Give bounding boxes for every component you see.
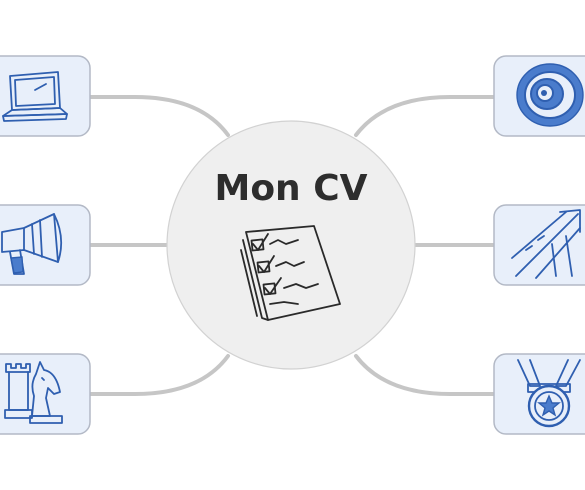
branch-node-right-top[interactable] bbox=[493, 55, 585, 137]
road-arrow-icon bbox=[511, 209, 581, 279]
branch-node-right-bottom[interactable] bbox=[493, 353, 585, 435]
checklist-icon bbox=[240, 225, 341, 321]
branch-node-left-middle[interactable] bbox=[0, 204, 91, 286]
laptop-icon bbox=[2, 71, 68, 122]
connectors bbox=[88, 95, 496, 396]
connector-right-bottom bbox=[354, 354, 496, 396]
connector-left-bottom bbox=[88, 354, 230, 396]
target-icon bbox=[516, 63, 584, 127]
branch-node-left-bottom[interactable] bbox=[0, 353, 91, 435]
branch-node-right-middle[interactable] bbox=[493, 204, 585, 286]
branch-node-left-top[interactable] bbox=[0, 55, 91, 137]
connector-right-top bbox=[354, 95, 496, 137]
connector-left-top bbox=[88, 95, 230, 137]
medal-icon bbox=[517, 359, 581, 428]
center-title: Mon CV bbox=[215, 168, 368, 209]
megaphone-icon bbox=[1, 213, 63, 275]
center-node[interactable]: Mon CV bbox=[166, 120, 416, 370]
chess-pieces-icon bbox=[4, 361, 63, 424]
